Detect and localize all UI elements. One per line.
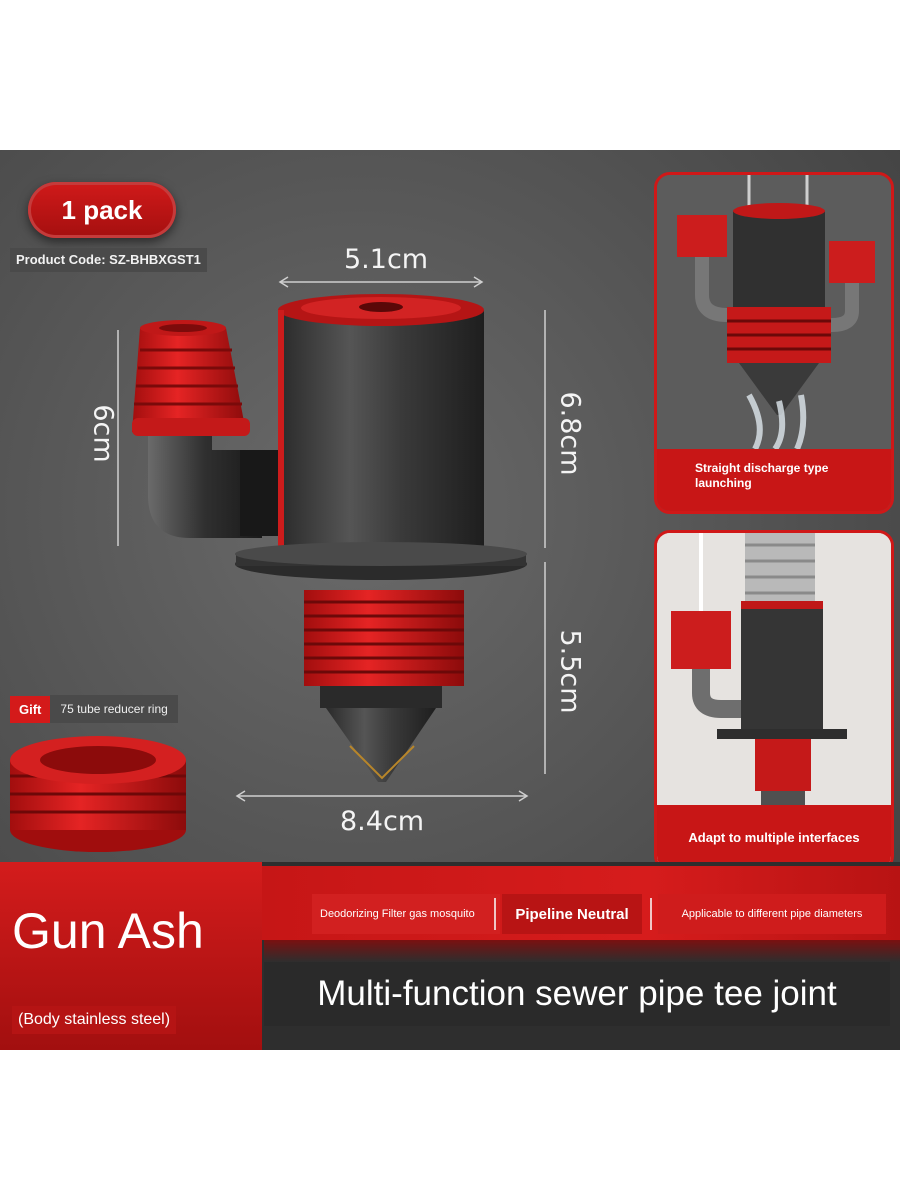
pack-count-badge: 1 pack xyxy=(28,182,176,238)
dim-left-height: 6cm xyxy=(87,404,119,463)
reducer-ring xyxy=(10,736,186,852)
gift-badge: Gift xyxy=(10,695,51,723)
detail-panel-discharge: Straight discharge type launching xyxy=(654,172,894,514)
feature-separator xyxy=(494,898,496,930)
material-label: (Body stainless steel) xyxy=(12,1006,177,1034)
feature-separator xyxy=(650,898,652,930)
interfaces-illustration xyxy=(657,533,891,805)
discharge-caption: Straight discharge type launching xyxy=(657,449,891,511)
lower-thread xyxy=(304,590,464,686)
banner-shadow xyxy=(264,940,900,962)
dim-base-width: 8.4cm xyxy=(340,806,425,837)
gift-label: Gift 75 tube reducer ring xyxy=(10,694,178,724)
main-body-cylinder xyxy=(278,310,484,564)
side-red-seal xyxy=(132,320,250,436)
dim-lower-height: 5.5cm xyxy=(554,629,586,714)
bottom-valve xyxy=(320,686,442,782)
product-image-canvas: 1 pack Product Code: SZ-BHBXGST1 xyxy=(0,150,900,1050)
discharge-illustration xyxy=(657,175,891,449)
interfaces-caption: Adapt to multiple interfaces xyxy=(657,805,891,869)
dimension-lines xyxy=(117,276,546,802)
color-name-label: Gun Ash xyxy=(12,903,204,959)
product-illustration xyxy=(10,276,546,852)
gift-text: 75 tube reducer ring xyxy=(50,695,178,723)
product-title: Multi-function sewer pipe tee joint xyxy=(264,962,890,1026)
feature-pipeline-neutral: Pipeline Neutral xyxy=(502,894,642,934)
product-code-label: Product Code: SZ-BHBXGST1 xyxy=(10,248,207,272)
dim-top-width: 5.1cm xyxy=(344,244,429,275)
side-elbow-pipe xyxy=(148,420,285,538)
detail-panel-interfaces: Adapt to multiple interfaces xyxy=(654,530,894,872)
feature-pipe-diameters: Applicable to different pipe diameters xyxy=(658,894,886,934)
dim-upper-height: 6.8cm xyxy=(554,391,586,476)
feature-deodorizing: Deodorizing Filter gas mosquito xyxy=(312,894,500,934)
